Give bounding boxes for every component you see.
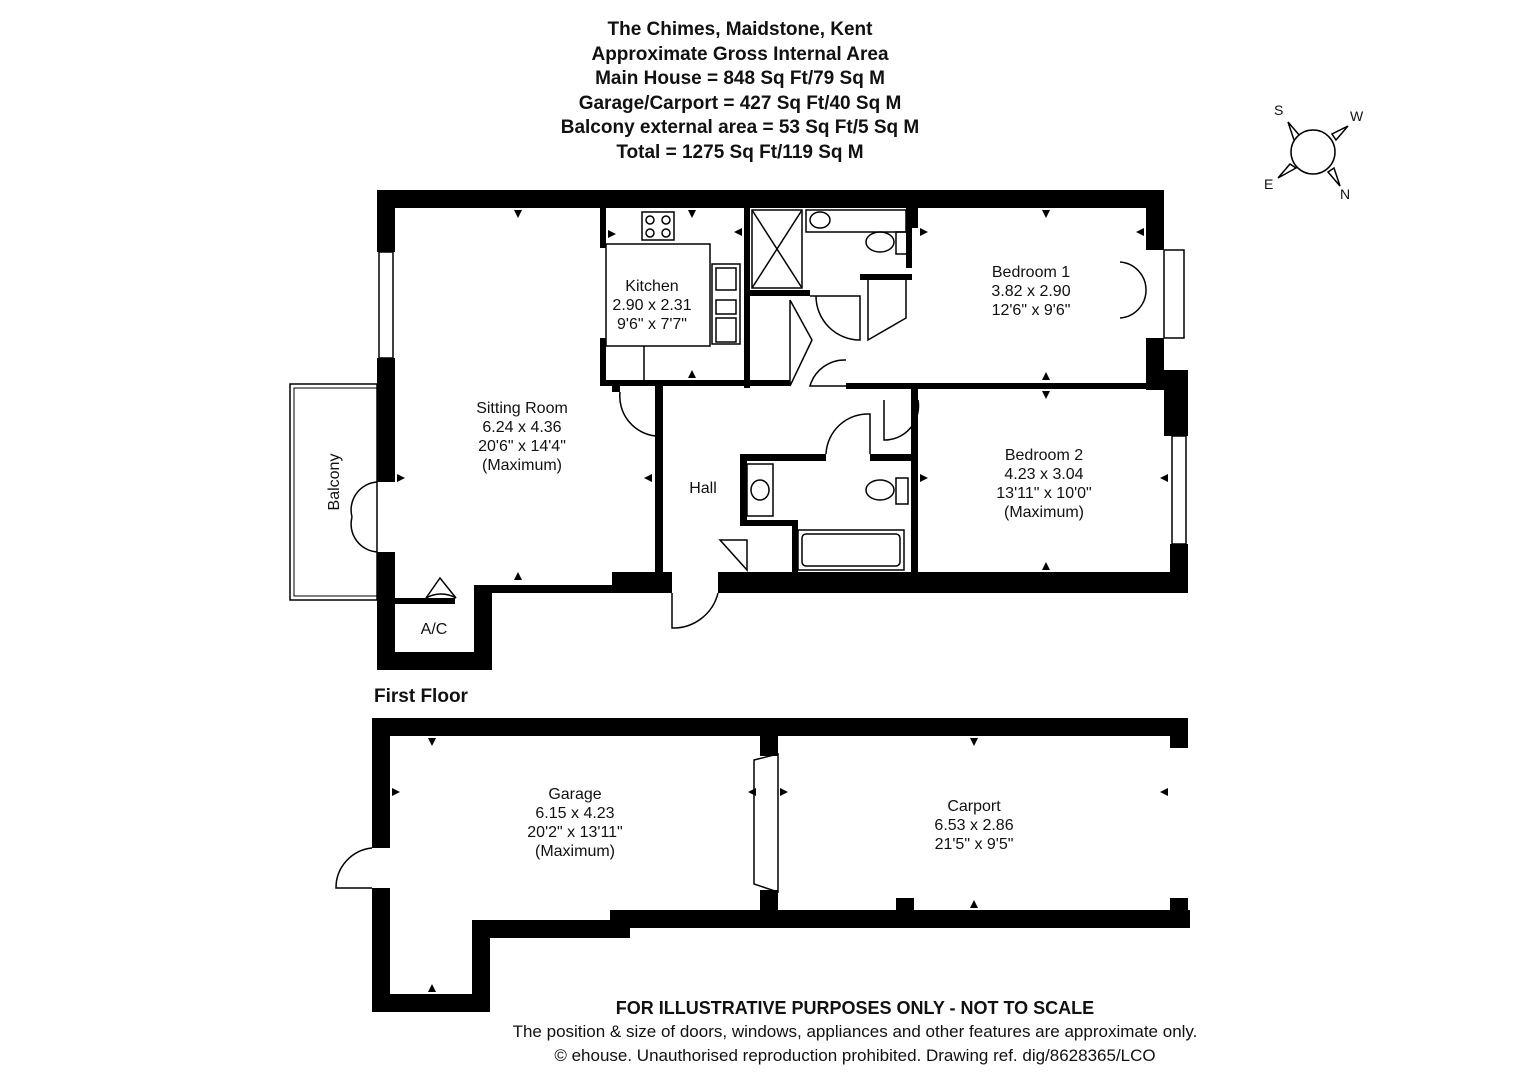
windows: [378, 249, 1187, 545]
balcony-area: Balcony external area = 53 Sq Ft/5 Sq M: [560, 117, 920, 138]
bathroom-fittings: [746, 209, 909, 571]
compass-e: E: [1264, 176, 1274, 192]
compass-rose: [1277, 121, 1349, 187]
garage-markers: [392, 738, 1168, 992]
door-swings: [350, 261, 1147, 629]
garage-fittings: [335, 753, 779, 894]
room-balcony: Balcony: [326, 453, 343, 511]
room-hall: Hall: [689, 480, 717, 497]
footer-disclaimer: FOR ILLUSTRATIVE PURPOSES ONLY - NOT TO …: [430, 996, 1280, 1068]
compass-w: W: [1350, 108, 1364, 124]
kitchen-fittings: [605, 211, 741, 380]
main-house-area: Main House = 848 Sq Ft/79 Sq M: [595, 68, 885, 89]
compass-s: S: [1274, 102, 1284, 118]
compass-n: N: [1340, 186, 1351, 202]
room-bedroom2: Bedroom 2 4.23 x 3.04 13'11" x 10'0" (Ma…: [996, 447, 1092, 521]
room-carport: Carport 6.53 x 2.86 21'5" x 9'5": [934, 798, 1014, 853]
garage-area: Garage/Carport = 427 Sq Ft/40 Sq M: [578, 92, 902, 114]
main-house-walls: [377, 190, 1188, 670]
room-sitting: Sitting Room 6.24 x 4.36 20'6" x 14'4" (…: [476, 400, 568, 474]
area-heading: Approximate Gross Internal Area: [591, 43, 889, 65]
room-bedroom1: Bedroom 1 3.82 x 2.90 12'6" x 9'6": [991, 264, 1071, 319]
total-area: Total = 1275 Sq Ft/119 Sq M: [616, 141, 864, 163]
room-garage: Garage 6.15 x 4.23 20'2" x 13'11" (Maxim…: [527, 786, 623, 860]
property-title: The Chimes, Maidstone, Kent: [607, 19, 873, 40]
floor-label: First Floor: [374, 686, 468, 707]
title-block: The Chimes, Maidstone, Kent Approximate …: [440, 18, 1040, 165]
copyright-text: © ehouse. Unauthorised reproduction proh…: [554, 1046, 1156, 1065]
room-ac: A/C: [420, 621, 448, 638]
dimension-markers: [397, 210, 1168, 580]
room-kitchen: Kitchen 2.90 x 2.31 9'6" x 7'7": [612, 278, 692, 333]
disclaimer-heading: FOR ILLUSTRATIVE PURPOSES ONLY - NOT TO …: [615, 998, 1095, 1018]
disclaimer-text: The position & size of doors, windows, a…: [512, 1022, 1198, 1041]
garage-walls: [372, 718, 1190, 1012]
